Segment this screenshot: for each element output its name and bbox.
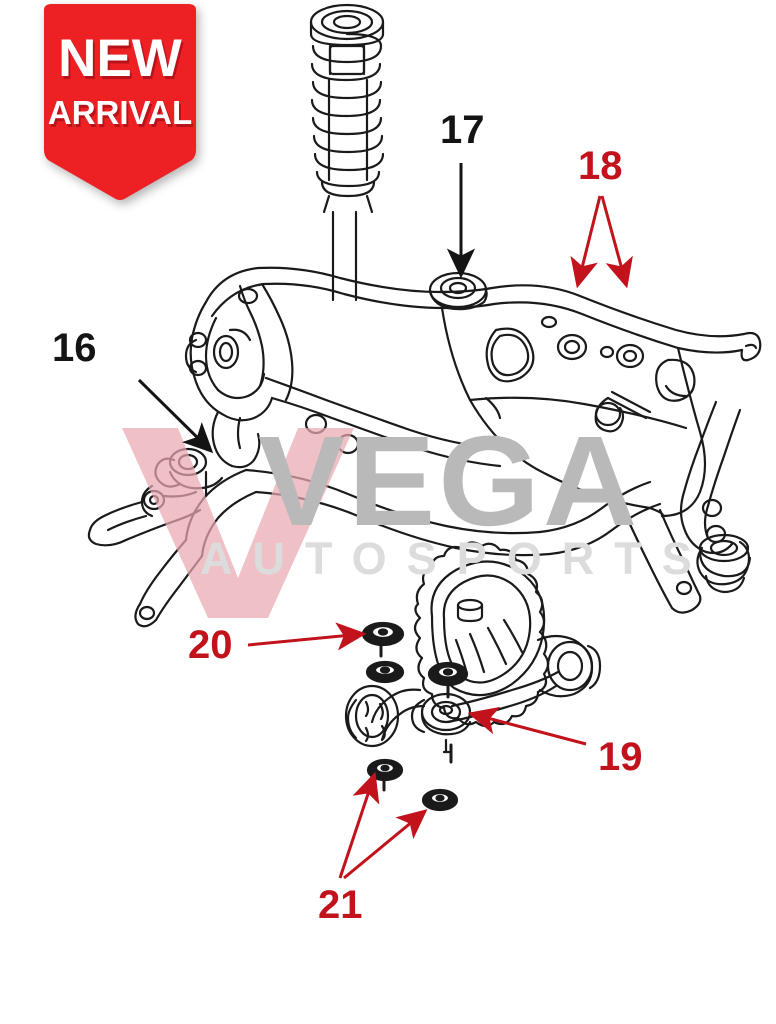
mount-washer-mid xyxy=(427,661,469,699)
rear-knuckle-hub-carrier xyxy=(184,282,294,469)
differential-housing xyxy=(344,541,602,754)
badge-ribbon-shape xyxy=(44,4,196,200)
differential-mount-hardware xyxy=(361,621,469,812)
callout-label-21: 21 xyxy=(318,883,363,927)
callout-label-17: 17 xyxy=(440,108,485,152)
callout-label-16: 16 xyxy=(52,326,97,370)
badge-line-2: ARRIVAL xyxy=(47,94,193,131)
suspension-subframe-crossmember xyxy=(204,266,762,518)
badge-line-1: NEW xyxy=(58,29,182,88)
subframe-lower-arm xyxy=(184,468,662,558)
callout-label-19: 19 xyxy=(598,735,643,779)
mount-washers-lower xyxy=(366,758,459,812)
callout-label-18: 18 xyxy=(578,144,623,188)
subframe-top-nub xyxy=(540,315,558,329)
callout-label-20: 20 xyxy=(188,623,233,667)
mount-washer-upper xyxy=(361,621,405,658)
right-suspension-arm xyxy=(594,390,752,614)
new-arrival-badge: NEW ARRIVAL xyxy=(36,2,204,202)
lower-control-arm xyxy=(87,447,224,628)
mount-washer-second xyxy=(365,660,405,684)
coil-spring-strut-assembly xyxy=(309,3,385,302)
